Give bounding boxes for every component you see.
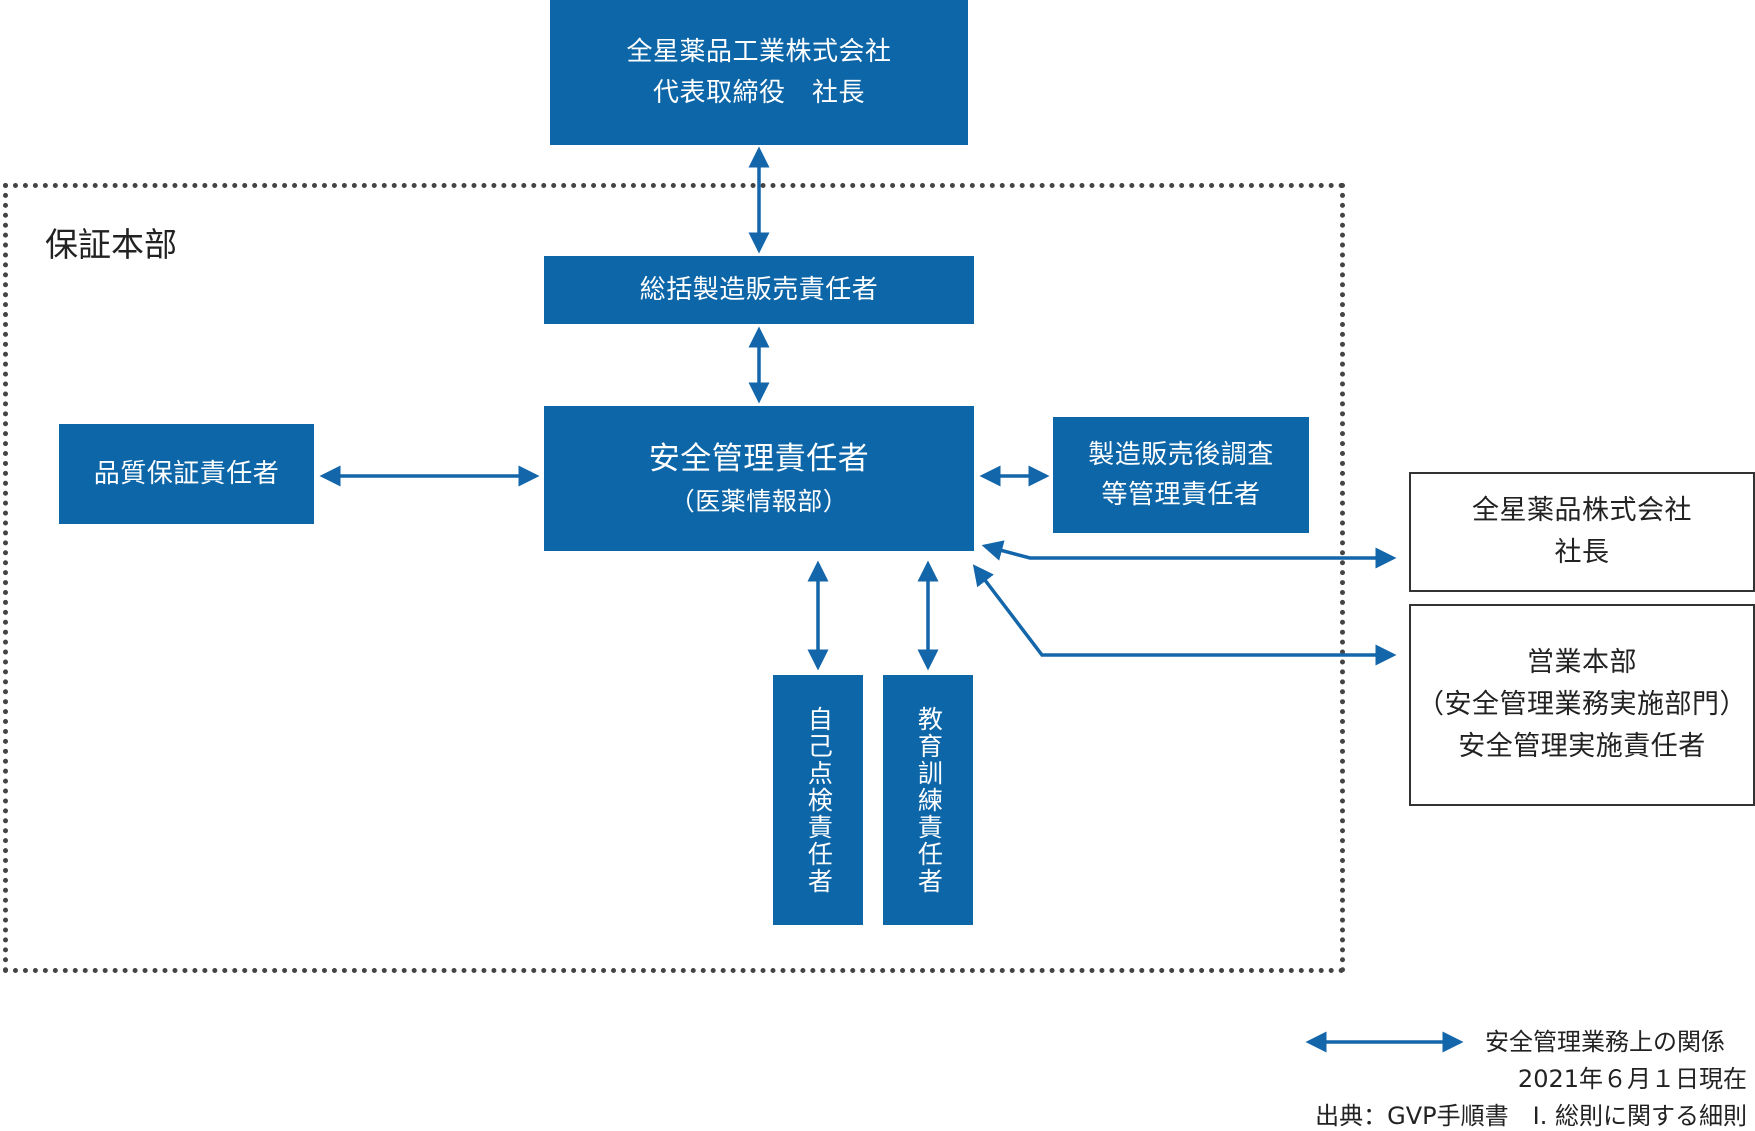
post-marketing-manager-box: 製造販売後調査 等管理責任者: [1053, 417, 1309, 533]
safety-manager-title: 安全管理責任者: [648, 441, 870, 478]
president-box: 全星薬品工業株式会社 代表取締役 社長: [550, 0, 968, 145]
quality-manager-box: 品質保証責任者: [59, 424, 314, 524]
self-inspection-manager-box: 自己点検責任者: [773, 675, 863, 925]
sales-division-box: 営業本部 （安全管理業務実施部門） 安全管理実施責任者: [1409, 604, 1755, 806]
education-manager-box: 教育訓練責任者: [883, 675, 973, 925]
source-note: 出典：GVP手順書 I. 総則に関する細則: [1315, 1102, 1747, 1130]
date-note: 2021年６月１日現在: [1517, 1065, 1747, 1093]
president-title: 代表取締役 社長: [652, 77, 865, 108]
general-manager-box: 総括製造販売責任者: [544, 256, 974, 324]
region-label: 保証本部: [45, 225, 177, 264]
safety-external-president-arrow: [981, 540, 1397, 569]
external-president-box: 全星薬品株式会社 社長: [1409, 472, 1755, 592]
president-company: 全星薬品工業株式会社: [626, 37, 892, 68]
legend-label: 安全管理業務上の関係: [1485, 1028, 1725, 1056]
safety-manager-dept: （医薬情報部）: [669, 487, 849, 517]
safety-sales-division-arrow: [972, 564, 1397, 666]
safety-manager-box: 安全管理責任者 （医薬情報部）: [544, 406, 974, 551]
